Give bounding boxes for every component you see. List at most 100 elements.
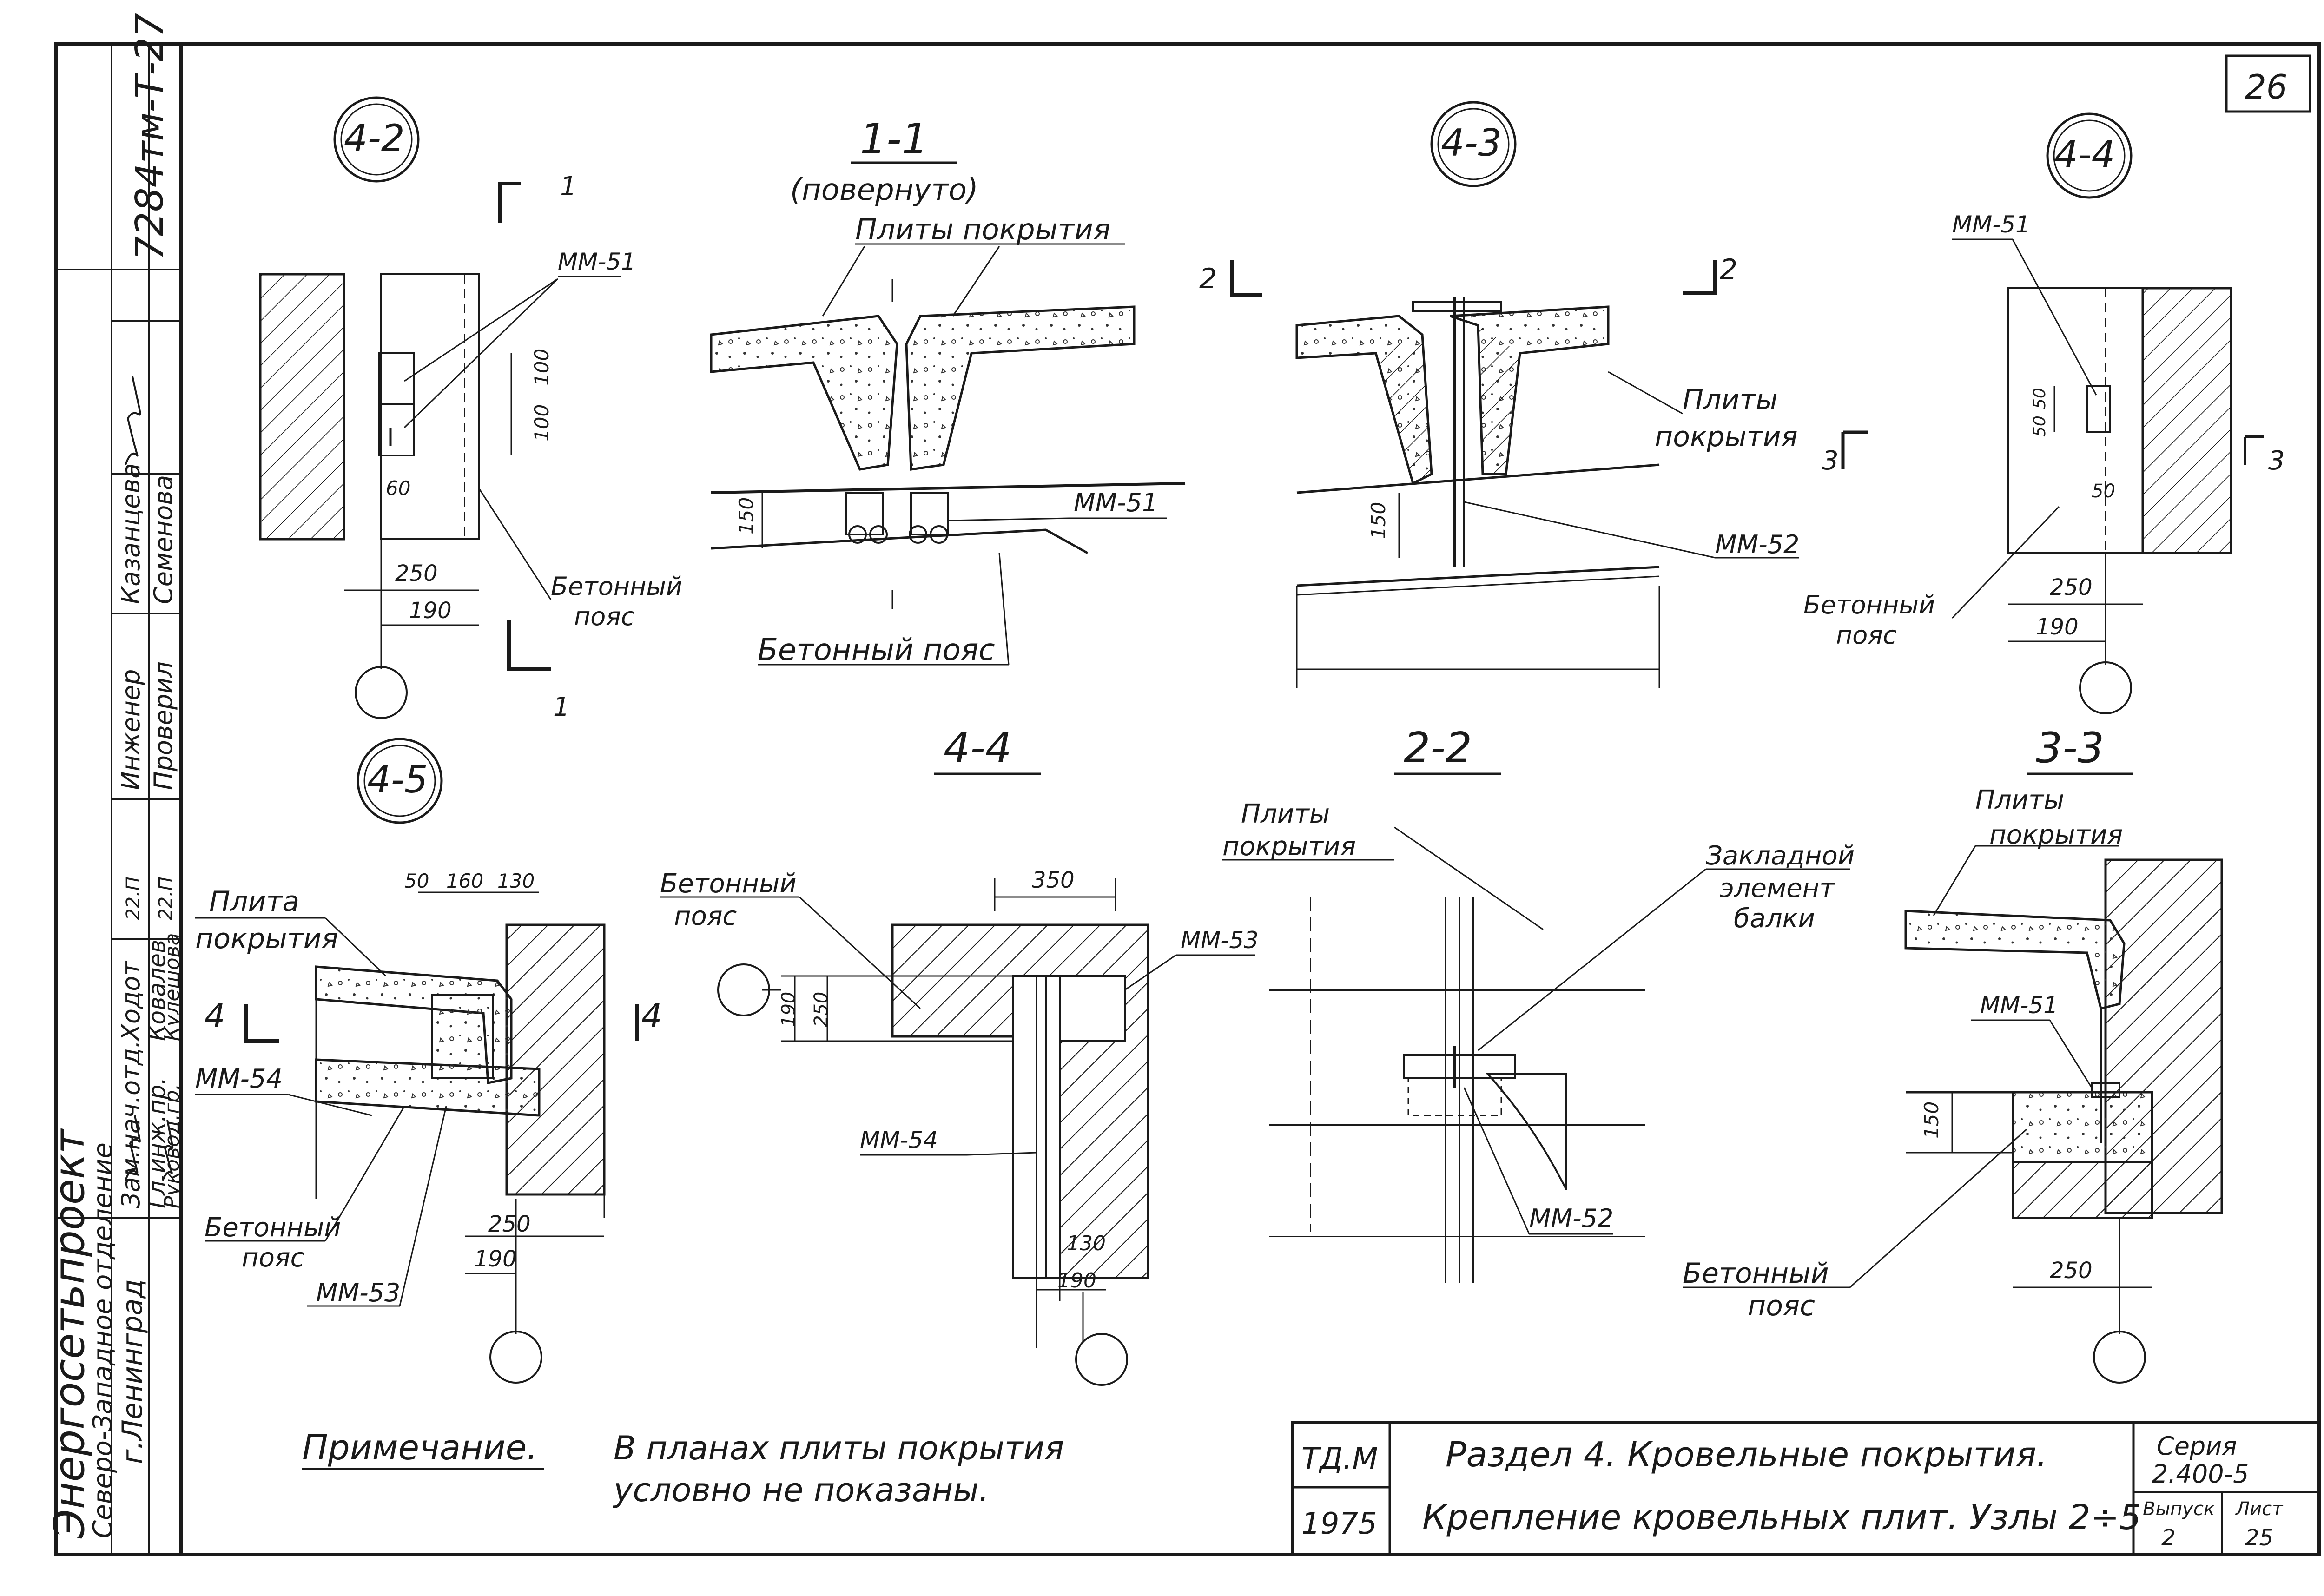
dim-190: 190 bbox=[2036, 614, 2079, 640]
dim-130: 130 bbox=[1067, 1232, 1106, 1255]
node-tag-circle bbox=[357, 738, 443, 824]
section-mark: 2 bbox=[1720, 253, 1737, 286]
label-slabs-2: покрытия bbox=[1222, 831, 1356, 862]
belt-concrete bbox=[2012, 1091, 2153, 1163]
label-slabs: Плиты bbox=[1683, 383, 1778, 416]
label-slabs-2: покрытия bbox=[1989, 820, 2123, 850]
label-belt: Бетонный bbox=[551, 572, 682, 601]
signature-role-0: Зам.нач.отд. bbox=[116, 1040, 145, 1208]
label-mm53: ММ-53 bbox=[1181, 927, 1259, 954]
label-slab-2: покрытия bbox=[195, 923, 338, 955]
label-slabs: Плиты bbox=[1975, 785, 2064, 815]
label-mm53: ММ-53 bbox=[316, 1278, 400, 1307]
label-belt-2: пояс bbox=[1748, 1290, 1815, 1322]
dim-150: 150 bbox=[735, 497, 758, 534]
section-mark: 2 bbox=[1199, 263, 1217, 295]
drawing-code: 7284тм-Т-27 bbox=[128, 13, 172, 260]
signature-scribble-1 bbox=[125, 1115, 141, 1181]
dim-190: 190 bbox=[1057, 1269, 1096, 1293]
label-belt-2: пояс bbox=[674, 901, 737, 931]
node-4-5: 4-5 Плита покрытия 50 160 130 4 4 ММ-54 … bbox=[195, 738, 662, 1384]
section-mark-top: 1 bbox=[560, 171, 577, 202]
axis-bubble bbox=[355, 666, 408, 719]
node-tag-circle bbox=[1430, 101, 1517, 187]
axis-bubble bbox=[2093, 1331, 2146, 1384]
sheet-frame bbox=[54, 42, 2321, 1556]
label-embed-2: элемент bbox=[1720, 873, 1835, 904]
signature-role-4: Проверил bbox=[149, 661, 178, 790]
organization-name: Энергосетьпроект bbox=[45, 1128, 94, 1539]
dim-100: 100 bbox=[530, 404, 553, 442]
dim-130: 130 bbox=[497, 870, 535, 892]
dim-50: 50 bbox=[2030, 388, 2049, 409]
dim-190: 190 bbox=[409, 598, 452, 624]
dim-50: 50 bbox=[2092, 481, 2115, 502]
section-4-4: 4-4 Бетонный пояс 350 190 250 ММ-53 ММ-5… bbox=[660, 724, 1259, 1386]
dim-60: 60 bbox=[386, 477, 410, 500]
anchor-bolts bbox=[845, 492, 949, 544]
left-title-strip: 7284тм-Т-27 Зам.нач.отд. Ходот Гл.инж.пр… bbox=[45, 13, 184, 1555]
page-number: 26 bbox=[2245, 67, 2288, 106]
organization-department: Северо-Западное отделение bbox=[88, 1142, 118, 1538]
stamp-line-1: Раздел 4. Кровельные покрытия. bbox=[1446, 1435, 2047, 1475]
node-tag: 4-2 bbox=[344, 117, 405, 160]
series-value: 2.400-5 bbox=[2152, 1459, 2249, 1489]
dim-150: 150 bbox=[1920, 1101, 1943, 1139]
stamp-line-2: Крепление кровельных плит. Узлы 2÷5 bbox=[1422, 1497, 2141, 1537]
series-label: Серия bbox=[2157, 1431, 2237, 1461]
node-tag: 4-3 bbox=[1441, 121, 1502, 165]
dim-160: 160 bbox=[446, 870, 483, 892]
page-number-box bbox=[2225, 54, 2311, 113]
node-tag: 4-5 bbox=[367, 758, 428, 801]
wall-hatch bbox=[259, 273, 345, 541]
note: Примечание. В планах плиты покрытия усло… bbox=[302, 1428, 1064, 1509]
note-title: Примечание. bbox=[302, 1428, 538, 1468]
dim-50: 50 bbox=[2030, 415, 2049, 437]
anchor-plate bbox=[2086, 385, 2111, 433]
node-4-2: 4-2 1 1 ММ-51 100 100 60 250 190 Бетонны… bbox=[259, 96, 682, 722]
axis-bubble bbox=[2079, 661, 2132, 714]
issue-value: 2 bbox=[2161, 1525, 2176, 1551]
organization-city: г.Ленинград bbox=[116, 1279, 149, 1464]
stamp-org: ТД.М bbox=[1301, 1442, 1378, 1476]
label-mm54: ММ-54 bbox=[195, 1064, 283, 1094]
node-4-4: 4-4 3 3 ММ-51 50 50 50 250 190 Бетонный … bbox=[1803, 112, 2285, 714]
signature-scribble-3 bbox=[125, 376, 141, 465]
slab bbox=[1904, 910, 2126, 1010]
issue-label: Выпуск bbox=[2143, 1498, 2215, 1520]
section-mark-bottom: 1 bbox=[553, 692, 570, 722]
label-slabs-2: покрытия bbox=[1655, 421, 1798, 453]
note-line-1: В планах плиты покрытия bbox=[614, 1429, 1064, 1467]
dim-50: 50 bbox=[404, 870, 429, 892]
section-subtitle: (повернуто) bbox=[790, 173, 978, 207]
label-belt-2: пояс bbox=[1836, 620, 1897, 650]
node-tag-circle bbox=[2046, 112, 2133, 199]
signature-name-0: Ходот bbox=[116, 961, 145, 1042]
dim-250: 250 bbox=[488, 1211, 531, 1237]
beam-pad bbox=[315, 1058, 541, 1117]
slab-right bbox=[905, 305, 1136, 471]
sheet-value: 25 bbox=[2245, 1525, 2273, 1551]
label-mm51: ММ-51 bbox=[558, 248, 636, 275]
node-tag-circle bbox=[333, 96, 420, 183]
label-mm54: ММ-54 bbox=[860, 1127, 938, 1154]
label-mm51: ММ-51 bbox=[1952, 211, 2030, 238]
node-tag: 4-4 bbox=[2054, 133, 2115, 176]
signature-role-1: Гл.инж.пр. bbox=[144, 1077, 171, 1208]
wall-hatch bbox=[505, 923, 606, 1196]
label-belt: Бетонный пояс bbox=[758, 633, 995, 667]
dim-250: 250 bbox=[811, 992, 832, 1027]
label-belt-2: пояс bbox=[574, 602, 635, 631]
label-belt: Бетонный bbox=[1803, 590, 1935, 620]
dim-250: 250 bbox=[2050, 1258, 2093, 1284]
section-title: 3-3 bbox=[2036, 724, 2104, 772]
label-mm51: ММ-51 bbox=[1074, 488, 1158, 517]
axis-bubble bbox=[489, 1331, 542, 1384]
label-mm52: ММ-52 bbox=[1715, 530, 1799, 559]
slab-right bbox=[1450, 305, 1610, 475]
sheet-label: Лист bbox=[2235, 1498, 2284, 1520]
label-belt: Бетонный bbox=[660, 869, 797, 899]
anchor-plate bbox=[378, 403, 415, 456]
section-mark: 4 bbox=[641, 997, 662, 1035]
